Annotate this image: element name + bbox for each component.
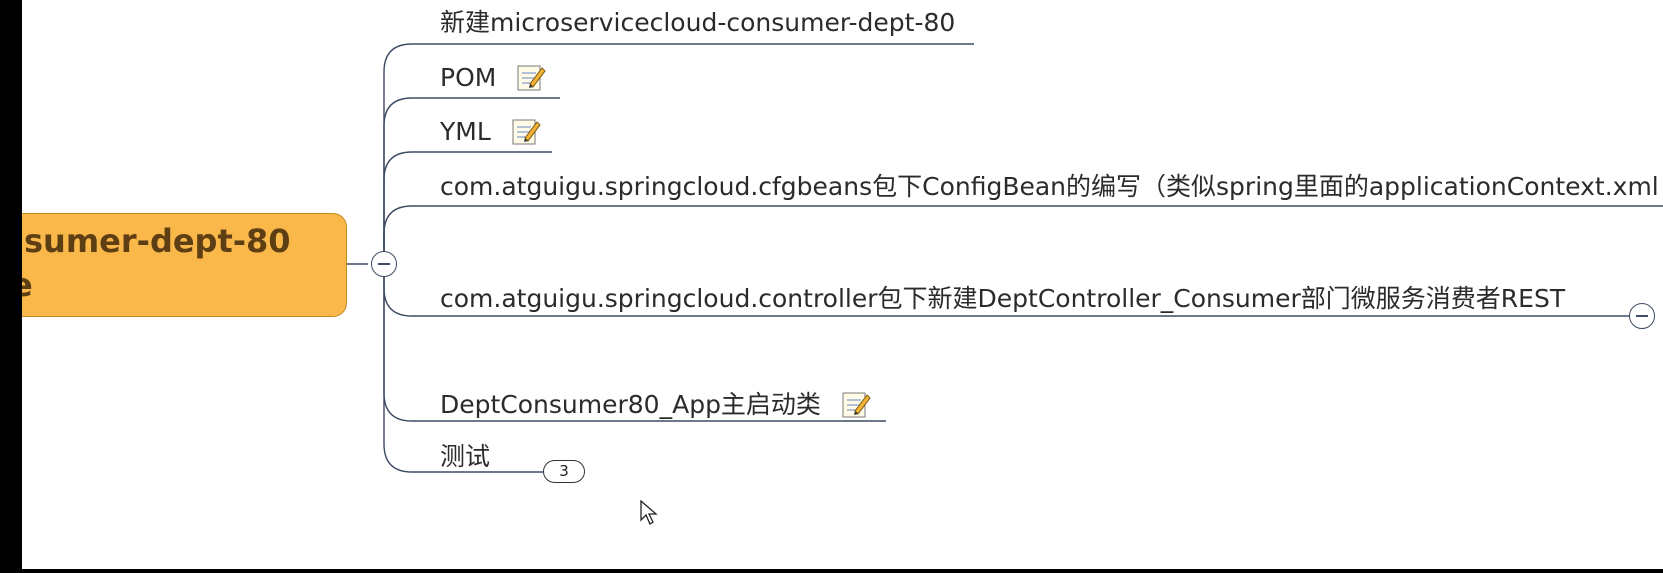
note-icon[interactable] <box>511 116 541 146</box>
connector-lines <box>325 43 1663 473</box>
window-bottom-edge <box>0 569 1663 573</box>
subtopic-new-module[interactable]: 新建microservicecloud-consumer-dept-80 <box>440 8 955 38</box>
subtopic-pom[interactable]: POM <box>440 62 546 93</box>
note-icon[interactable] <box>516 62 546 92</box>
mouse-cursor-icon <box>640 500 658 525</box>
subtopic-label: 新建microservicecloud-consumer-dept-80 <box>440 8 956 37</box>
subtopic-test[interactable]: 测试 <box>440 442 490 472</box>
subtopic-label: com.atguigu.springcloud.cfgbeans包下Config… <box>440 172 1659 201</box>
subtopic-yml[interactable]: YML <box>440 116 541 147</box>
subtopic-main-class[interactable]: DeptConsumer80_App主启动类 <box>440 389 871 420</box>
subtopic-collapse-toggle-button[interactable] <box>1629 303 1655 329</box>
window-left-edge <box>0 0 22 573</box>
subtopic-label: 测试 <box>440 442 491 471</box>
central-topic-label-line2: e <box>22 266 33 304</box>
subtopic-label: DeptConsumer80_App主启动类 <box>440 390 821 419</box>
subtopic-label: YML <box>440 117 491 146</box>
collapse-toggle-button[interactable] <box>371 251 397 277</box>
subtopic-controller[interactable]: com.atguigu.springcloud.controller包下新建De… <box>440 284 1565 314</box>
central-topic-label: sumer-dept-80 <box>24 222 291 260</box>
note-icon[interactable] <box>841 389 871 419</box>
subtopic-label: POM <box>440 63 497 92</box>
central-topic[interactable]: sumer-dept-80 e <box>22 213 347 317</box>
subtopic-configbean[interactable]: com.atguigu.springcloud.cfgbeans包下Config… <box>440 172 1659 202</box>
collapsed-count-badge[interactable]: 3 <box>543 460 585 483</box>
mindmap-canvas[interactable]: sumer-dept-80 e 新建microservicecloud-cons… <box>22 0 1663 569</box>
subtopic-label: com.atguigu.springcloud.controller包下新建De… <box>440 284 1566 313</box>
